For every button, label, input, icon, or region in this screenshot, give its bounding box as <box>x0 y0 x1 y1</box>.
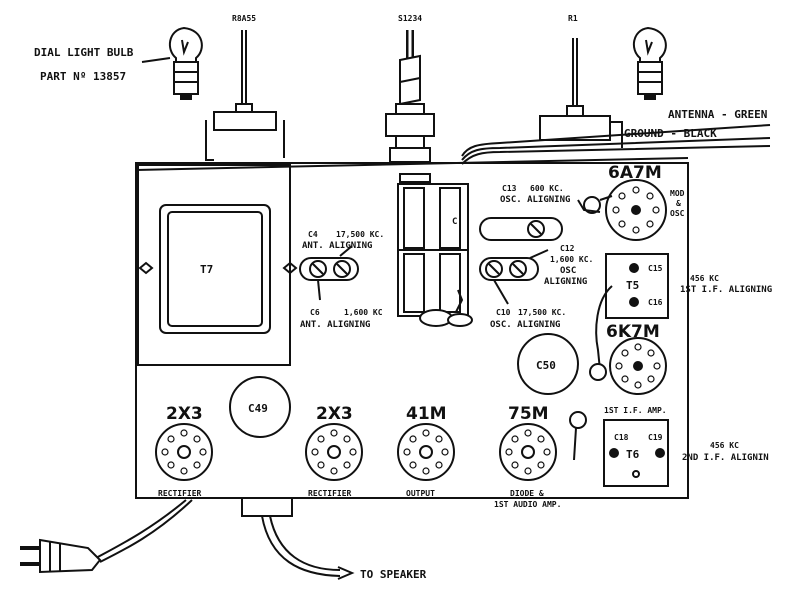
if-amp-label: 1ST I.F. AMP. <box>604 406 667 415</box>
c18-label: C18 <box>614 433 629 442</box>
bulb-leader-line <box>141 57 171 63</box>
diode-label-2: 1ST AUDIO AMP. <box>494 500 561 509</box>
c13-trimmer <box>479 217 563 241</box>
tube-75m <box>499 411 587 481</box>
c4-c6-trimmers <box>299 245 359 301</box>
tube-6a7m-label: 6A7M <box>608 163 662 183</box>
part-number-label: PART Nº 13857 <box>40 70 126 83</box>
r1-label: R1 <box>568 14 578 23</box>
tube-41m-label: 41M <box>406 404 447 424</box>
s1234-label: S1234 <box>398 14 422 23</box>
tube-2x3-right-label: 2X3 <box>316 404 353 424</box>
rectifier-left-label: RECTIFIER <box>158 489 202 498</box>
c49-label: C49 <box>248 402 268 415</box>
c50-label: C50 <box>536 359 556 372</box>
speaker-cable: TO SPEAKER <box>241 497 427 581</box>
c10-label: C10 <box>496 308 511 317</box>
c6-label: C6 <box>310 308 320 317</box>
output-label: OUTPUT <box>406 489 435 498</box>
c4-label: C4 <box>308 230 318 239</box>
diode-label-1: DIODE & <box>510 489 544 498</box>
tube-2x3-left <box>155 423 213 481</box>
c49-capacitor: C49 <box>229 376 291 438</box>
antenna-ground-cable: ANTENNA - GREEN GROUND - BLACK <box>461 108 771 165</box>
c19-label: C19 <box>648 433 663 442</box>
tube-41m <box>397 423 455 481</box>
c13-desc-label: OSC. ALIGNING <box>500 195 570 205</box>
c16-label: C16 <box>648 298 663 307</box>
c12-desc-2: ALIGNING <box>544 277 587 287</box>
if1-desc-label: 1ST I.F. ALIGNING <box>680 285 772 295</box>
c6-freq-label: 1,600 KC <box>344 308 383 317</box>
t6-if-transformer: T6 C18 C19 <box>603 419 669 487</box>
wire-hook-top <box>577 199 601 213</box>
c12-c10-trimmers <box>479 249 549 305</box>
control-r1: R1 <box>539 14 623 148</box>
if2-freq-label: 456 KC <box>710 441 739 450</box>
power-cord <box>20 499 193 574</box>
c10-desc-label: OSC. ALIGNING <box>490 320 560 330</box>
c4-desc-label: ANT. ALIGNING <box>302 241 372 251</box>
c50-capacitor: C50 <box>517 333 579 395</box>
c12-freq-label: 1,600 KC. <box>550 255 593 264</box>
dial-light-bulb-right <box>632 26 667 100</box>
to-speaker-label: TO SPEAKER <box>360 568 427 581</box>
gang-capacitor: C <box>397 173 473 327</box>
if1-freq-label: 456 KC <box>690 274 719 283</box>
antenna-label: ANTENNA - GREEN <box>668 108 767 121</box>
power-transformer: T7 <box>137 164 298 366</box>
if2-desc-label: 2ND I.F. ALIGNIN <box>682 453 769 463</box>
gang-cap-label: C <box>452 217 457 227</box>
ground-label: GROUND - BLACK <box>624 127 717 140</box>
tube-75m-label: 75M <box>508 404 549 424</box>
c6-desc-label: ANT. ALIGNING <box>300 320 370 330</box>
c13-label: C13 <box>502 184 517 193</box>
rectifier-right-label: RECTIFIER <box>308 489 352 498</box>
switch-s1234: S1234 <box>385 14 435 163</box>
r8a55-label: R8A55 <box>232 14 256 23</box>
c10-freq-label: 17,500 KC. <box>518 308 566 317</box>
t5-label: T5 <box>626 279 639 292</box>
t7-label: T7 <box>200 263 213 276</box>
tube-6a7m <box>583 179 667 241</box>
t5-if-transformer: T5 C15 C16 <box>595 253 669 371</box>
t6-label: T6 <box>626 448 640 461</box>
dial-light-bulb-label: DIAL LIGHT BULB <box>34 46 134 59</box>
tube-2x3-left-label: 2X3 <box>166 404 203 424</box>
tube-6k7m-label: 6K7M <box>606 322 660 342</box>
tube-6k7m <box>589 337 667 395</box>
c12-label: C12 <box>560 244 575 253</box>
mod-osc-1: MOD <box>670 189 685 198</box>
c13-freq-label: 600 KC. <box>530 184 564 193</box>
c4-freq-label: 17,500 KC. <box>336 230 384 239</box>
tube-2x3-right <box>305 423 363 481</box>
c15-label: C15 <box>648 264 663 273</box>
mod-osc-3: OSC <box>670 209 685 218</box>
control-r8a55: R8A55 <box>205 14 285 161</box>
chassis-top-edge <box>135 157 689 171</box>
mod-osc-2: & <box>676 199 681 208</box>
c12-desc-1: OSC <box>560 266 576 276</box>
dial-light-bulb-left <box>168 26 203 100</box>
